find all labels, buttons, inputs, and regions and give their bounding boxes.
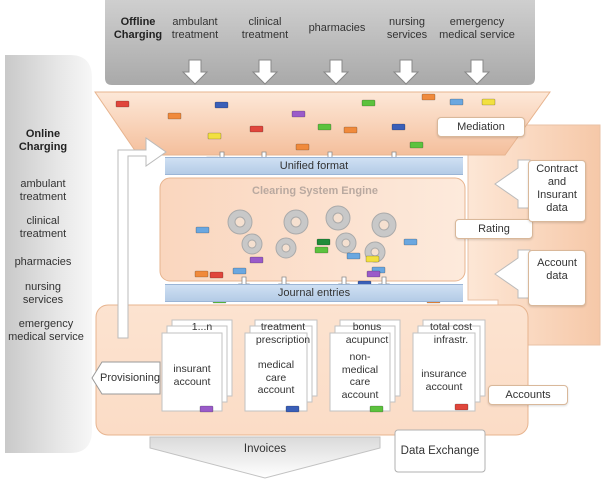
data-record-chip [317, 123, 332, 131]
data-exchange-box [394, 429, 486, 473]
data-record-chip [199, 405, 214, 413]
data-record-chip [369, 405, 384, 413]
invoices-arrow [149, 436, 381, 479]
data-record-chip [194, 270, 209, 278]
card-3-back-label: bonus acupunct [345, 321, 389, 346]
data-record-chip [391, 123, 406, 131]
offline-down-arrows [181, 59, 491, 85]
offline-service-clinical: clinical treatment [241, 16, 289, 41]
data-record-chip [409, 141, 424, 149]
offline-service-nursing: nursing services [386, 16, 428, 41]
online-service-clinical: clinical treatment [19, 215, 67, 240]
online-service-emergency: emergency medical service [8, 318, 84, 343]
data-record-chip [346, 252, 361, 260]
data-record-chip [295, 143, 310, 151]
account-data-label: Account data [528, 250, 586, 306]
engine-gears-icon [227, 205, 397, 263]
data-record-chip [249, 125, 264, 133]
online-service-ambulant: ambulant treatment [19, 178, 67, 203]
mediation-layer [94, 91, 551, 156]
card-4-front-label: insurance account [421, 368, 467, 393]
data-record-chip [314, 246, 329, 254]
contract-insurant-data-label: Contract and Insurant data [528, 160, 586, 222]
offline-service-pharmacies: pharmacies [308, 22, 366, 34]
online-service-nursing: nursing services [22, 281, 64, 306]
online-panel [5, 55, 92, 453]
data-exchange-label: Data Exchange [400, 445, 480, 457]
data-record-chip [421, 93, 436, 101]
offline-panel [105, 0, 535, 85]
unified-format-band: Unified format [165, 157, 463, 175]
data-record-chip [316, 238, 331, 246]
data-record-chip [365, 255, 380, 263]
mediation-label: Mediation [437, 117, 525, 137]
card-2-back-label: treatment prescription [255, 321, 311, 346]
data-record-chip [249, 256, 264, 264]
data-record-chip [285, 405, 300, 413]
data-record-chip [361, 99, 376, 107]
invoices-label: Invoices [243, 443, 287, 455]
offline-service-ambulant: ambulant treatment [171, 16, 219, 41]
data-record-chip [403, 238, 418, 246]
data-record-chip [207, 132, 222, 140]
online-charging-title: Online Charging [18, 128, 68, 153]
data-record-chip [214, 101, 229, 109]
card-1-front-label: insurant account [173, 363, 211, 388]
card-4-back-label: total cost infrastr. [429, 321, 473, 346]
card-1-back-label: 1...n [191, 321, 213, 333]
offline-service-emergency: emergency medical service [439, 16, 515, 41]
accounts-label: Accounts [488, 385, 568, 405]
data-record-chip [366, 270, 381, 278]
data-record-chip [481, 98, 496, 106]
provisioning-label: Provisioning [100, 372, 160, 384]
data-record-chip [209, 271, 224, 279]
rating-label: Rating [455, 219, 533, 239]
card-3-front-label: non- medical care account [341, 351, 379, 401]
data-record-chip [195, 226, 210, 234]
provisioning-arrow [91, 361, 161, 395]
card-2-front-label: medical care account [257, 359, 295, 396]
online-service-pharmacies: pharmacies [14, 256, 72, 268]
account-card-stacks [161, 319, 486, 412]
data-record-chip [291, 110, 306, 118]
data-record-chip [343, 126, 358, 134]
data-record-chip [115, 100, 130, 108]
data-record-chip [454, 403, 469, 411]
clearing-engine-title: Clearing System Engine [252, 185, 378, 197]
data-record-chip [167, 112, 182, 120]
data-record-chip [449, 98, 464, 106]
offline-charging-title: Offline Charging [113, 16, 163, 41]
data-record-chip [232, 267, 247, 275]
journal-entries-band: Journal entries [165, 284, 463, 302]
online-entry-arrow [117, 137, 167, 339]
